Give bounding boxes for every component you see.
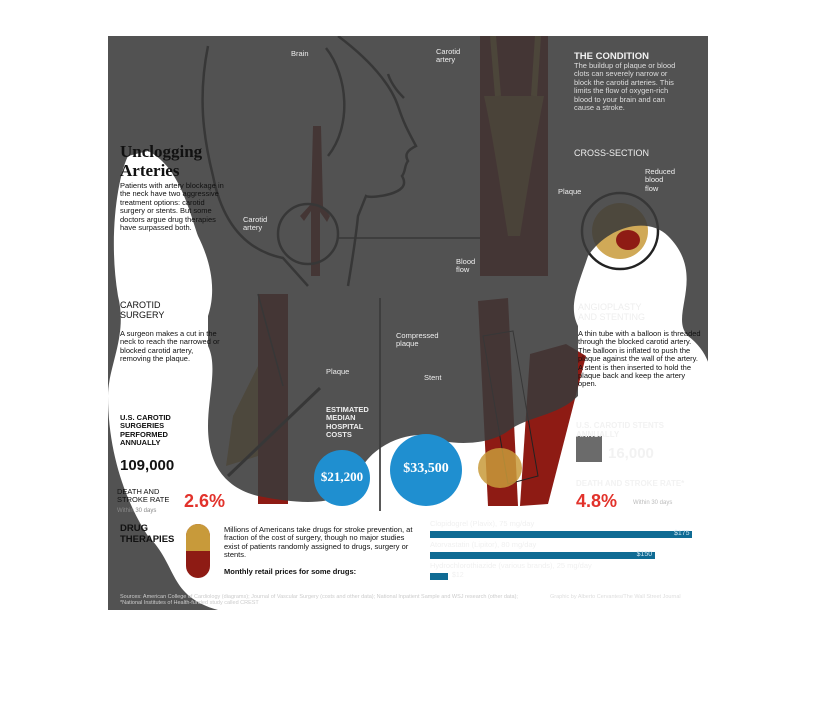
label-carotid-artery-left: Carotid artery (243, 215, 268, 233)
intro-body: Patients with artery blockage in the nec… (120, 181, 224, 232)
label-brain: Brain (291, 49, 309, 58)
label-reduced-blood-flow: Reduced blood flow (645, 167, 676, 193)
stents-count-label: U.S. CAROTID STENTS ANNUALLY (576, 421, 665, 439)
surgery-cost: $21,200 (320, 469, 364, 484)
stent-cost-circle (390, 434, 462, 506)
stents-death-label: DEATH AND STROKE RATE* (576, 479, 685, 488)
surgery-death-sub: Within 30 days (117, 508, 157, 514)
surgery-death-rate: 2.6% (184, 491, 226, 511)
costs-heading: ESTIMATED MEDIAN HOSPITAL COSTS (326, 405, 369, 440)
surgery-count-label: U.S. CAROTID SURGERIES PERFORMED ANNUALL… (120, 413, 171, 448)
drug-price-bar (430, 552, 655, 559)
drug-price-label: $150 (636, 551, 653, 558)
drug-price-label: $175 (674, 530, 690, 537)
surgery-body: A surgeon makes a cut in the neck to rea… (120, 329, 220, 364)
surgery-cost-circle (314, 450, 370, 506)
head-illustration (201, 36, 418, 287)
drug-name: Clopidogrel (Plavix), 75 mg/day (430, 519, 535, 528)
drugs-heading: DRUG THERAPIES (120, 523, 175, 545)
intro-title: Unclogging Arteries (120, 142, 203, 181)
drug-name: Hydrochlorothiazide (various brands), 25… (430, 561, 592, 570)
stent-artery (478, 298, 586, 506)
stents-death-sub: Within 30 days (633, 500, 673, 506)
illustration-layer (186, 36, 660, 578)
stent-cost: $33,500 (403, 461, 449, 476)
condition-heading: THE CONDITION (574, 51, 649, 62)
stents-death-rate: 4.8% (576, 491, 618, 511)
drugs-body: Millions of Americans take drugs for str… (224, 525, 413, 560)
stenting-heading: ANGIOPLASTY AND STENTING (578, 302, 646, 323)
sources: Sources: American College of Cardiology … (120, 594, 518, 607)
credit: Graphic by Alberto Cervantes/The Wall St… (550, 594, 681, 600)
drugs-prices-label: Monthly retail prices for some drugs: (224, 567, 357, 576)
surgery-heading: CAROTID SURGERY (120, 300, 165, 321)
label-compressed-plaque: Compressed plaque (396, 331, 439, 349)
label-blood-flow: Blood flow (456, 257, 476, 275)
surgery-death-label: DEATH AND STROKE RATE (117, 487, 170, 505)
label-carotid-artery-top: Carotid artery (436, 47, 461, 65)
infographic-board: Brain Carotid artery Carotid artery Bloo… (108, 36, 708, 610)
label-plaque-surgery: Plaque (326, 367, 350, 376)
drug-name: Atorvastatin (Lipitor), 80 mg/day (430, 540, 537, 549)
stents-count: 16,000 (608, 445, 654, 462)
neck-artery (300, 126, 330, 276)
label-stent: Stent (424, 373, 442, 382)
drug-price-bar (430, 573, 448, 580)
label-plaque: Plaque (558, 187, 582, 196)
drug-price-label: $12 (451, 572, 464, 579)
drug-price-bar (430, 531, 692, 538)
surgery-artery (226, 293, 322, 504)
condition-body: The buildup of plaque or blood clots can… (574, 61, 676, 112)
surgery-count: 109,000 (120, 457, 175, 474)
stenting-body: A thin tube with a balloon is threaded t… (578, 329, 701, 389)
pill-icon (186, 524, 210, 578)
large-artery-condition (480, 36, 548, 276)
cross-section-heading: CROSS-SECTION (574, 148, 650, 158)
